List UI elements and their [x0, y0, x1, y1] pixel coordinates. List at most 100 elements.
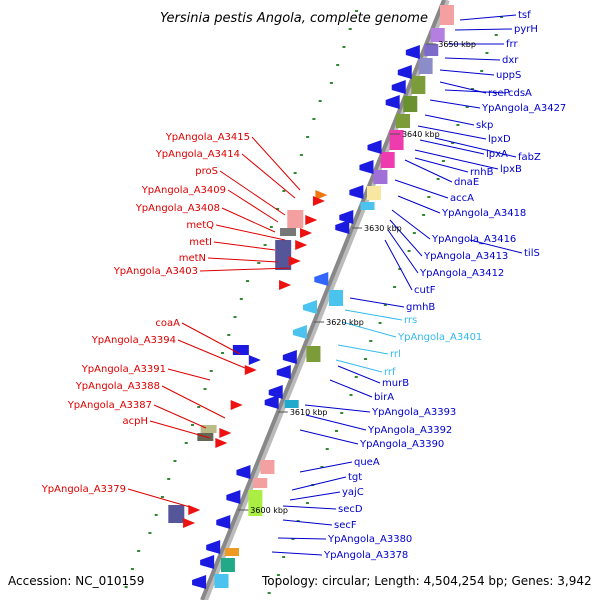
- gene-label-ypangola-a3392[interactable]: YpAngola_A3392: [367, 425, 452, 436]
- gene-block: [232, 345, 249, 355]
- gene-label-frr[interactable]: frr: [506, 39, 518, 50]
- gc-dot: [499, 16, 503, 18]
- gc-dot: [167, 478, 171, 480]
- gene-label-ypangola-a3427[interactable]: YpAngola_A3427: [481, 103, 566, 114]
- gene-label-acca[interactable]: accA: [450, 193, 474, 204]
- gene-arrow: [206, 540, 221, 554]
- gene-label-ypangola-a3387[interactable]: YpAngola_A3387: [67, 400, 152, 411]
- gene-arrow: [359, 160, 374, 174]
- gene-label-ypangola-a3414[interactable]: YpAngola_A3414: [155, 149, 240, 160]
- gene-block: [253, 478, 268, 488]
- gene-label-rrs[interactable]: rrs: [404, 315, 417, 326]
- gene-label-ypangola-a3412[interactable]: YpAngola_A3412: [419, 268, 504, 279]
- leader-line: [337, 365, 381, 384]
- leader-line: [391, 209, 431, 240]
- gene-label-murb[interactable]: murB: [382, 378, 409, 389]
- gene-arrow: [276, 365, 291, 379]
- gene-block: [389, 130, 404, 150]
- leader-line: [414, 157, 469, 173]
- gene-label-fabz[interactable]: fabZ: [518, 152, 541, 163]
- gene-label-skp[interactable]: skp: [476, 120, 493, 131]
- gene-label-ypangola-a3379[interactable]: YpAngola_A3379: [41, 484, 126, 495]
- gc-dot: [209, 370, 213, 372]
- gene-block: [403, 96, 418, 112]
- gene-block: [306, 346, 321, 362]
- gene-block: [275, 240, 292, 270]
- gene-arrow: [391, 80, 406, 94]
- gene-label-ypangola-a3403[interactable]: YpAngola_A3403: [113, 266, 198, 277]
- gene-label-pyrh[interactable]: pyrH: [514, 24, 538, 35]
- gene-arrow: [188, 505, 201, 515]
- gene-arrow: [367, 140, 382, 154]
- gc-dot: [334, 430, 338, 432]
- gene-label-secd[interactable]: secD: [338, 504, 363, 515]
- gene-label-yajc[interactable]: yajC: [342, 487, 364, 498]
- label-leaders: [127, 14, 523, 556]
- gene-arrow: [315, 190, 328, 200]
- gene-label-meti[interactable]: metI: [189, 237, 212, 248]
- gene-block: [260, 460, 275, 474]
- topology-label: Topology: circular; Length: 4,504,254 bp…: [261, 574, 592, 588]
- gene-label-gmhb[interactable]: gmhB: [406, 302, 435, 313]
- leader-line: [304, 404, 371, 413]
- gene-label-rrl[interactable]: rrl: [390, 349, 401, 360]
- gc-dot: [436, 178, 440, 180]
- gene-label-rrf[interactable]: rrf: [384, 367, 396, 378]
- gene-label-rsep[interactable]: rseP: [488, 88, 510, 99]
- gene-label-metn[interactable]: metN: [179, 253, 206, 264]
- gene-label-bira[interactable]: birA: [374, 392, 394, 403]
- gene-label-cutf[interactable]: cutF: [414, 285, 436, 296]
- gene-label-upps[interactable]: uppS: [496, 70, 521, 81]
- gene-label-lpxa[interactable]: lpxA: [486, 149, 508, 160]
- gene-label-ypangola-a3408[interactable]: YpAngola_A3408: [135, 203, 220, 214]
- gene-arrow: [288, 256, 301, 266]
- gc-dot: [318, 100, 322, 102]
- leader-line: [127, 488, 191, 508]
- gene-arrow: [216, 515, 231, 529]
- gene-label-metq[interactable]: metQ: [186, 220, 214, 231]
- gene-label-ypangola-a3415[interactable]: YpAngola_A3415: [165, 132, 250, 143]
- gene-label-lpxd[interactable]: lpxD: [488, 134, 511, 145]
- gene-label-coaa[interactable]: coaA: [155, 318, 180, 329]
- gene-label-cdsa[interactable]: cdsA: [508, 88, 532, 99]
- gene-arrow: [292, 325, 307, 339]
- gene-label-ypangola-a3418[interactable]: YpAngola_A3418: [441, 208, 526, 219]
- gene-label-ypangola-a3390[interactable]: YpAngola_A3390: [359, 439, 444, 450]
- gene-label-ypangola-a3416[interactable]: YpAngola_A3416: [431, 234, 516, 245]
- gene-label-ypangola-a3401[interactable]: YpAngola_A3401: [397, 332, 482, 343]
- gene-label-tgt[interactable]: tgt: [348, 472, 362, 483]
- leader-line: [167, 368, 211, 381]
- gc-dot: [451, 142, 455, 144]
- gene-label-tsf[interactable]: tsf: [518, 10, 531, 21]
- gene-label-ypangola-a3409[interactable]: YpAngola_A3409: [141, 185, 226, 196]
- gene-block: [287, 210, 304, 228]
- gc-dot: [282, 190, 286, 192]
- gene-label-ypangola-a3394[interactable]: YpAngola_A3394: [91, 335, 176, 346]
- gene-arrow: [314, 272, 329, 286]
- gene-label-lpxb[interactable]: lpxB: [500, 164, 522, 175]
- gene-label-ypangola-a3393[interactable]: YpAngola_A3393: [371, 407, 456, 418]
- gene-label-acph[interactable]: acpH: [123, 416, 149, 427]
- gene-label-dxr[interactable]: dxr: [502, 55, 519, 66]
- gene-label-ypangola-a3391[interactable]: YpAngola_A3391: [81, 364, 166, 375]
- gc-dot: [173, 460, 177, 462]
- gene-label-pros[interactable]: proS: [195, 166, 218, 177]
- gc-dot: [465, 106, 469, 108]
- gene-label-rnhb[interactable]: rnhB: [470, 167, 494, 178]
- gene-arrow: [183, 518, 196, 528]
- gene-arrow: [295, 240, 308, 250]
- leader-line: [161, 385, 226, 419]
- gene-label-quea[interactable]: queA: [354, 457, 380, 468]
- leader-line: [387, 229, 419, 274]
- gene-label-ypangola-a3388[interactable]: YpAngola_A3388: [75, 381, 160, 392]
- gene-label-ypangola-a3378[interactable]: YpAngola_A3378: [323, 550, 408, 561]
- gene-label-ypangola-a3413[interactable]: YpAngola_A3413: [423, 251, 508, 262]
- gene-label-dnae[interactable]: dnaE: [454, 177, 479, 188]
- gene-arrow: [312, 196, 325, 206]
- gene-arrow: [219, 428, 232, 438]
- gene-label-tils[interactable]: tilS: [524, 248, 540, 259]
- gc-dot: [336, 64, 340, 66]
- gene-label-secf[interactable]: secF: [334, 520, 357, 531]
- gene-label-ypangola-a3380[interactable]: YpAngola_A3380: [327, 534, 412, 545]
